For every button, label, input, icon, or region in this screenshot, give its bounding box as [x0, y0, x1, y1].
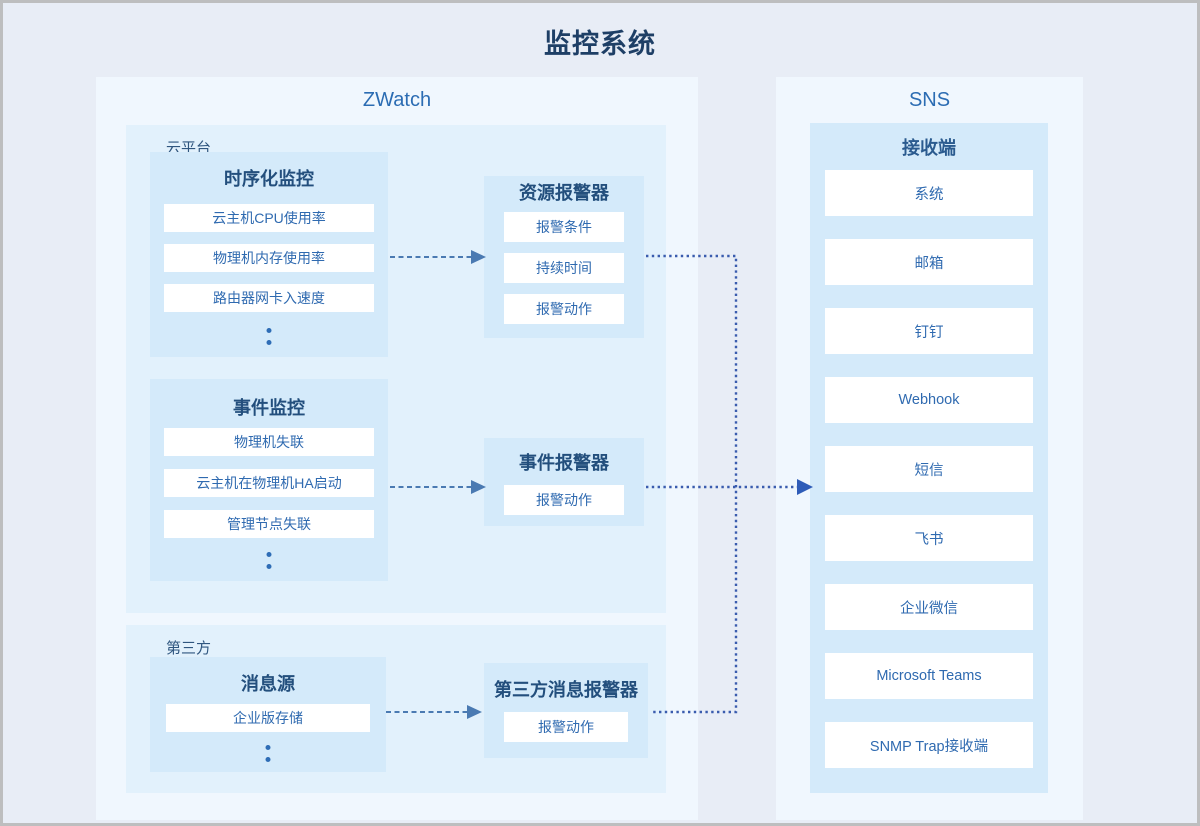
receiver-item: Microsoft Teams [825, 653, 1033, 699]
sns-panel-label: SNS [908, 89, 951, 111]
receiver-item: SNMP Trap接收端 [825, 722, 1033, 768]
metric-item: 云主机CPU使用率 [164, 204, 374, 232]
alarm-item: 报警动作 [504, 485, 624, 515]
event-item: 云主机在物理机HA启动 [164, 469, 374, 497]
receiver-item: 邮箱 [825, 239, 1033, 285]
sns-panel: SNS 接收端 系统 邮箱 钉钉 Webhook 短信 飞书 企业微信 Micr… [776, 77, 1083, 820]
vertical-ellipsis-icon [266, 552, 272, 569]
event-monitor-title: 事件监控 [233, 398, 305, 418]
metric-item: 路由器网卡入速度 [164, 284, 374, 312]
receiver-item: 企业微信 [825, 584, 1033, 630]
alarm-item: 报警动作 [504, 294, 624, 324]
resource-alarm-title: 资源报警器 [519, 183, 609, 203]
event-item: 管理节点失联 [164, 510, 374, 538]
time-series-monitor-title: 时序化监控 [224, 169, 314, 189]
receiver-item: 系统 [825, 170, 1033, 216]
zwatch-panel: ZWatch 云平台 时序化监控 云主机CPU使用率 物理机内存使用率 路由器网… [96, 77, 698, 820]
resource-alarm-node: 资源报警器 报警条件 持续时间 报警动作 [484, 176, 644, 338]
time-series-monitor-node: 时序化监控 云主机CPU使用率 物理机内存使用率 路由器网卡入速度 [150, 152, 388, 357]
receiver-panel: 接收端 系统 邮箱 钉钉 Webhook 短信 飞书 企业微信 Microsof… [810, 123, 1048, 793]
alarm-item: 持续时间 [504, 253, 624, 283]
vertical-ellipsis-icon [266, 328, 272, 345]
message-source-title: 消息源 [241, 674, 295, 694]
receiver-item: 飞书 [825, 515, 1033, 561]
event-monitor-node: 事件监控 物理机失联 云主机在物理机HA启动 管理节点失联 [150, 379, 388, 581]
third-party-alarm-title: 第三方消息报警器 [494, 680, 638, 700]
event-alarm-node: 事件报警器 报警动作 [484, 438, 644, 526]
page-title: 监控系统 [544, 29, 656, 59]
event-item: 物理机失联 [164, 428, 374, 456]
metric-item: 物理机内存使用率 [164, 244, 374, 272]
alarm-item: 报警条件 [504, 212, 624, 242]
receiver-item: 钉钉 [825, 308, 1033, 354]
message-source-node: 消息源 企业版存储 [150, 657, 386, 772]
third-party-alarm-node: 第三方消息报警器 报警动作 [484, 663, 648, 758]
third-party-label: 第三方 [166, 640, 212, 657]
alarm-item: 报警动作 [504, 712, 628, 742]
receiver-item: Webhook [825, 377, 1033, 423]
receiver-item: 短信 [825, 446, 1033, 492]
event-alarm-title: 事件报警器 [519, 453, 609, 473]
receiver-title: 接收端 [902, 138, 956, 158]
source-item: 企业版存储 [166, 704, 370, 732]
vertical-ellipsis-icon [265, 745, 271, 762]
zwatch-panel-label: ZWatch [362, 89, 432, 111]
